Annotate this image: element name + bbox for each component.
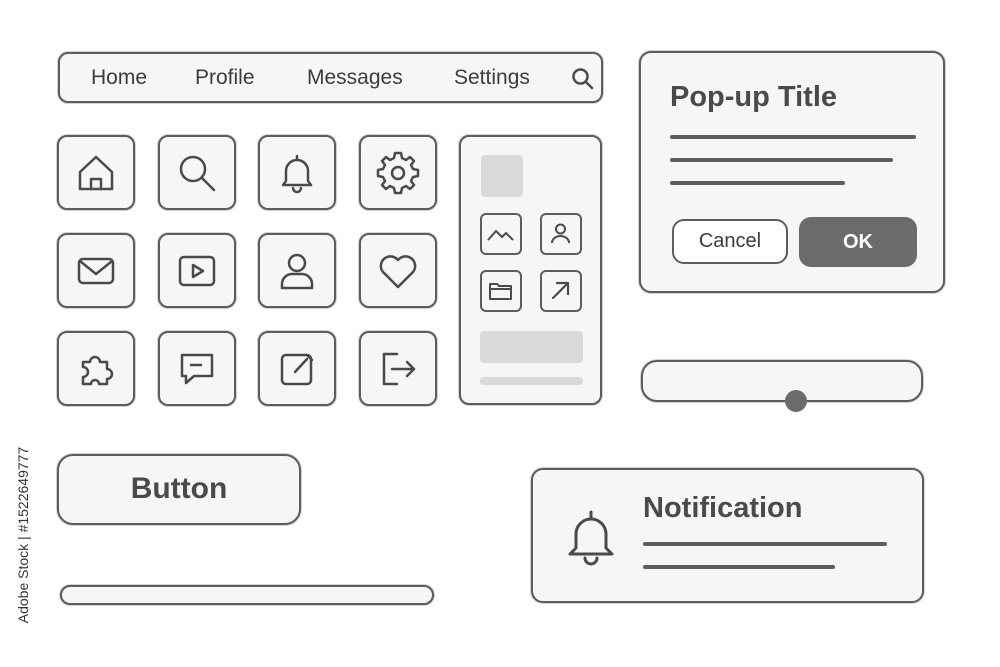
image-icon: [487, 230, 514, 241]
primary-button[interactable]: Button: [57, 454, 301, 525]
watermark-text: Adobe Stock | #1522649777: [15, 446, 31, 624]
bell-icon: [563, 508, 619, 568]
mail-tile[interactable]: [57, 233, 135, 308]
favorite-tile[interactable]: [359, 233, 437, 308]
slider-knob[interactable]: [784, 390, 807, 412]
chat-tile[interactable]: [158, 331, 236, 406]
puzzle-tile[interactable]: [57, 331, 135, 406]
notification-text-line: [643, 542, 887, 546]
contact-button[interactable]: [540, 213, 582, 255]
bell-tile[interactable]: [258, 135, 336, 210]
popup-dialog: Pop-up Title Cancel OK: [639, 51, 945, 293]
chat-icon: [180, 353, 214, 384]
notification-title: Notification: [643, 492, 803, 524]
popup-text-line: [670, 135, 916, 139]
nav-item-home[interactable]: Home: [91, 66, 148, 89]
stock-watermark: Adobe Stock | #1522649777: [8, 425, 38, 645]
image-placeholder: [481, 155, 523, 197]
notification-text-line: [643, 565, 835, 569]
contact-icon: [551, 223, 570, 244]
nav-item-profile[interactable]: Profile: [195, 66, 255, 89]
image-button[interactable]: [480, 213, 522, 255]
popup-text-line: [670, 181, 845, 185]
text-placeholder: [480, 377, 583, 385]
search-tile[interactable]: [158, 135, 236, 210]
popup-text-line: [670, 158, 893, 162]
user-icon: [280, 253, 314, 289]
gear-icon: [376, 151, 420, 194]
search-icon[interactable]: [570, 66, 596, 92]
mobile-app-panel: [459, 135, 602, 405]
video-tile[interactable]: [158, 233, 236, 308]
video-play-icon: [178, 255, 216, 286]
logout-icon: [382, 352, 416, 385]
settings-tile[interactable]: [359, 135, 437, 210]
progress-bar: [60, 585, 434, 605]
home-icon: [78, 155, 114, 190]
share-button[interactable]: [540, 270, 582, 312]
bell-icon: [281, 154, 313, 193]
content-placeholder: [480, 331, 583, 363]
nav-bar: Home Profile Messages Settings: [58, 52, 603, 103]
nav-item-settings[interactable]: Settings: [454, 66, 530, 89]
cancel-button[interactable]: Cancel: [672, 219, 788, 264]
edit-icon: [280, 353, 314, 385]
folder-button[interactable]: [480, 270, 522, 312]
search-icon: [179, 155, 216, 191]
puzzle-icon: [81, 355, 114, 385]
mail-icon: [77, 257, 115, 284]
home-tile[interactable]: [57, 135, 135, 210]
notification-card[interactable]: Notification: [531, 468, 924, 603]
share-arrow-icon: [551, 281, 570, 300]
slider-track[interactable]: [641, 360, 923, 412]
folder-icon: [489, 283, 512, 300]
popup-title: Pop-up Title: [670, 81, 838, 113]
ok-button[interactable]: OK: [799, 217, 917, 267]
heart-icon: [379, 254, 417, 288]
logout-tile[interactable]: [359, 331, 437, 406]
user-tile[interactable]: [258, 233, 336, 308]
edit-tile[interactable]: [258, 331, 336, 406]
nav-item-messages[interactable]: Messages: [307, 66, 403, 89]
